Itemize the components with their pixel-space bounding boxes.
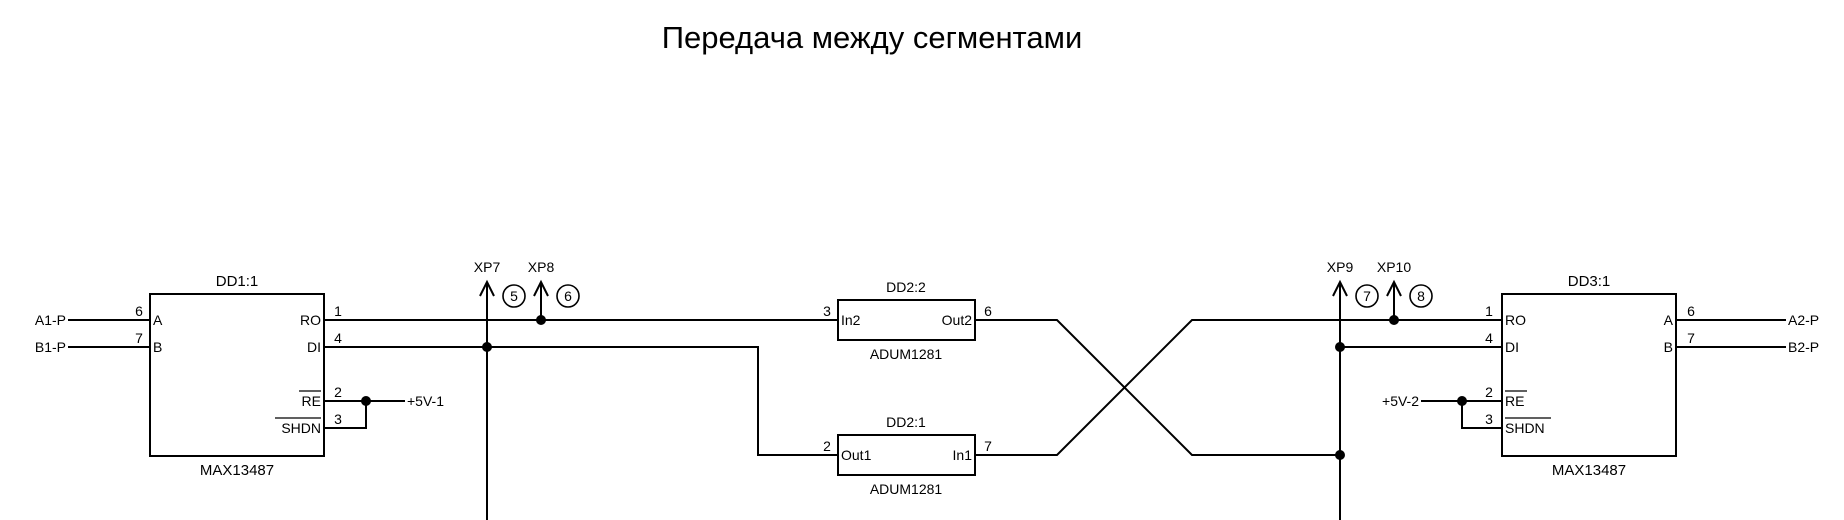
dd2-1-part: ADUM1281 [870, 481, 943, 497]
junction-xp10 [1389, 315, 1399, 325]
dd3-pin-ro-num: 1 [1485, 303, 1493, 319]
dd3-component[interactable]: DD3:1 MAX13487 RO DI RE SHDN A B 1 4 2 3… [1476, 273, 1702, 479]
dd1-pin-shdn-num: 3 [334, 411, 342, 427]
net-a1-label: A1-P [35, 312, 66, 328]
dd1-pin-ro-num: 1 [334, 303, 342, 319]
dd1-body [149, 293, 325, 457]
dd1-pin-di-name: DI [307, 339, 321, 355]
dd1-part: MAX13487 [200, 462, 274, 479]
junction-xp8 [536, 315, 546, 325]
dd2-1-in-num: 7 [984, 438, 992, 454]
xp8-number: 6 [564, 288, 572, 304]
dd3-ref: DD3:1 [1568, 273, 1611, 290]
dd3-pin-ro-name: RO [1505, 312, 1526, 328]
dd1-pin-b-name: B [153, 339, 162, 355]
dd2-2-part: ADUM1281 [870, 346, 943, 362]
xp9-number: 7 [1363, 288, 1371, 304]
dd3-pin-b-name: B [1664, 339, 1673, 355]
xp7-label: XP7 [474, 259, 501, 275]
dd3-body [1501, 293, 1677, 457]
net-a2-label: A2-P [1788, 312, 1819, 328]
xp9-number-circle [1355, 284, 1379, 308]
junction-pwr2 [1457, 396, 1467, 406]
dd3-pin-shdn-num: 3 [1485, 411, 1493, 427]
xp10-number-circle [1409, 284, 1433, 308]
dd2-1-ref: DD2:1 [886, 414, 926, 430]
wire-di1-to-out1 [350, 346, 812, 456]
wire-shdn1-tie [350, 401, 367, 429]
dd1-pin-a-name: A [153, 312, 163, 328]
junction-pwr1 [361, 396, 371, 406]
dd3-pin-di-num: 4 [1485, 330, 1493, 346]
xp7-number-circle [502, 284, 526, 308]
net-pwr2-label: +5V-2 [1382, 393, 1419, 409]
dd1-pin-b-num: 7 [135, 330, 143, 346]
dd1-pin-a-num: 6 [135, 303, 143, 319]
wire-ro3-to-in1 [1001, 319, 1502, 456]
dd2-2-in-num: 3 [823, 303, 831, 319]
dd3-pin-b-num: 7 [1687, 330, 1695, 346]
junction-xp7 [482, 342, 492, 352]
dd3-pin-di-name: DI [1505, 339, 1519, 355]
dd1-pin-shdn-name: SHDN [281, 420, 321, 436]
dd2-1-out-name: Out1 [841, 447, 872, 463]
dd1-pin-re-name: RE [302, 393, 321, 409]
dd1-pin-ro-name: RO [300, 312, 321, 328]
test-point-xp8[interactable]: XP8 6 [528, 259, 580, 308]
dd2-1-in-name: In1 [953, 447, 973, 463]
xp7-number: 5 [510, 288, 518, 304]
dd2-2-component[interactable]: DD2:2 ADUM1281 In2 Out2 3 6 [812, 279, 1001, 362]
dd1-component[interactable]: DD1:1 MAX13487 A B RO DI RE SHDN 6 7 1 4… [124, 273, 350, 479]
test-point-xp10[interactable]: XP10 8 [1377, 259, 1433, 308]
net-b2-label: B2-P [1788, 339, 1819, 355]
junction-xp9 [1335, 342, 1345, 352]
dd3-pin-a-num: 6 [1687, 303, 1695, 319]
net-b1-label: B1-P [35, 339, 66, 355]
dd3-part: MAX13487 [1552, 462, 1626, 479]
dd2-2-out-num: 6 [984, 303, 992, 319]
wire-shdn3-tie [1461, 401, 1476, 429]
dd3-pin-a-name: A [1664, 312, 1674, 328]
junction-di3-cross [1335, 450, 1345, 460]
dd2-2-out-name: Out2 [942, 312, 973, 328]
dd2-2-ref: DD2:2 [886, 279, 926, 295]
test-point-xp7[interactable]: XP7 5 [474, 259, 526, 308]
dd3-pin-re-name: RE [1505, 393, 1524, 409]
xp8-label: XP8 [528, 259, 555, 275]
dd1-pin-re-num: 2 [334, 384, 342, 400]
xp10-label: XP10 [1377, 259, 1411, 275]
dd2-1-component[interactable]: DD2:1 ADUM1281 Out1 In1 2 7 [812, 414, 1001, 497]
diagram-title: Передача между сегментами [662, 20, 1083, 55]
xp10-number: 8 [1417, 288, 1425, 304]
xp9-label: XP9 [1327, 259, 1354, 275]
xp8-number-circle [556, 284, 580, 308]
dd3-pin-shdn-name: SHDN [1505, 420, 1545, 436]
dd2-2-in-name: In2 [841, 312, 861, 328]
dd2-1-out-num: 2 [823, 438, 831, 454]
dd1-ref: DD1:1 [216, 273, 259, 290]
test-point-xp9[interactable]: XP9 7 [1327, 259, 1379, 308]
dd1-pin-di-num: 4 [334, 330, 342, 346]
net-pwr1-label: +5V-1 [407, 393, 444, 409]
dd3-pin-re-num: 2 [1485, 384, 1493, 400]
